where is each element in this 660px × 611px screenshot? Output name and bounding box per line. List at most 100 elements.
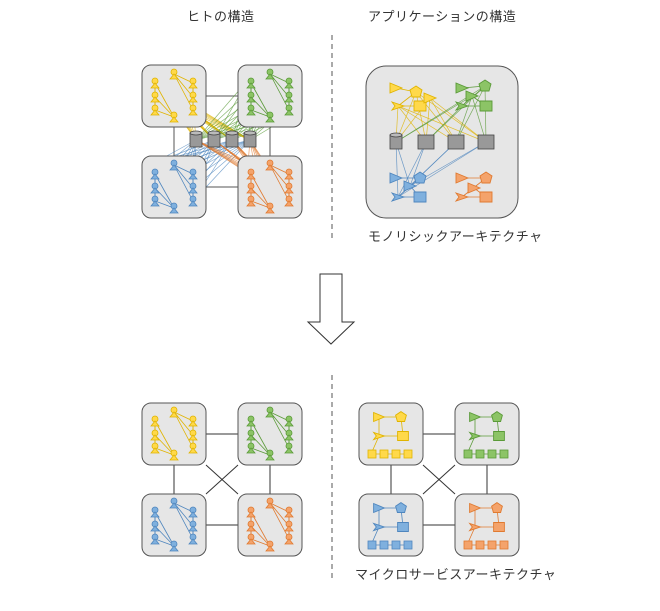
- bottom-team-yellow-person-body: [188, 447, 198, 454]
- team-orange-person-body: [246, 200, 256, 207]
- bottom-team-green-person-body: [265, 454, 275, 461]
- center-db-1-top: [207, 130, 221, 136]
- mono-db-1: [417, 134, 435, 150]
- team-green-person-body: [246, 82, 256, 89]
- service-blue-db: [403, 540, 413, 550]
- mono-shape-2: [413, 171, 427, 184]
- bottom-team-orange-person-body: [246, 511, 256, 518]
- service-connector: [422, 464, 456, 495]
- team-orange-person-body: [265, 207, 275, 214]
- mono-shape-0: [423, 92, 438, 104]
- team-green-person-body: [246, 96, 256, 103]
- label-human-structure: ヒトの構造: [187, 10, 255, 25]
- bottom-team-blue-person-body: [150, 538, 160, 545]
- team-green-person-body: [284, 96, 294, 103]
- bottom-team-green-person-body: [284, 434, 294, 441]
- bottom-team-blue-link: [154, 511, 175, 547]
- service-orange-db: [463, 540, 473, 550]
- mono-link: [397, 141, 427, 198]
- mono-link: [455, 85, 486, 143]
- team-blue-link: [173, 164, 194, 202]
- team-orange-person-body: [284, 200, 294, 207]
- mono-link: [395, 141, 399, 198]
- bottom-team-connector: [205, 464, 239, 495]
- team-green-person-body: [246, 109, 256, 116]
- team-blue-person-body: [188, 200, 198, 207]
- team-orange-person-body: [284, 173, 294, 180]
- mono-db-cylinder-top: [389, 132, 403, 138]
- service-blue-db: [391, 540, 401, 550]
- bottom-team-blue-person-body: [188, 511, 198, 518]
- team-blue-person-body: [150, 187, 160, 194]
- service-yellow-shape: [372, 431, 386, 441]
- mono-shape-0: [390, 101, 406, 111]
- bottom-team-orange-person-body: [284, 525, 294, 532]
- team-orange-person-body: [265, 164, 275, 171]
- label-monolithic: モノリシックアーキテクチャ: [368, 230, 543, 245]
- service-blue-shape: [373, 502, 386, 514]
- service-yellow-db: [379, 449, 389, 459]
- service-yellow-db: [391, 449, 401, 459]
- service-yellow-db: [403, 449, 413, 459]
- service-blue-shape: [372, 522, 386, 532]
- bottom-team-yellow-person-body: [169, 454, 179, 461]
- mono-shape-2: [390, 192, 406, 202]
- mono-link: [484, 85, 487, 143]
- service-orange-db: [487, 540, 497, 550]
- mono-shape-0: [413, 100, 427, 112]
- team-blue-link: [154, 173, 175, 209]
- service-blue-db: [367, 540, 377, 550]
- team-green-person-body: [284, 109, 294, 116]
- center-db-0-top: [189, 130, 203, 136]
- down-arrow: [306, 273, 356, 345]
- team-green-link: [269, 73, 290, 111]
- team-yellow-person-body: [150, 82, 160, 89]
- bottom-team-green-link: [269, 411, 290, 449]
- mono-link: [397, 105, 487, 143]
- service-orange-shape: [469, 502, 482, 514]
- bottom-team-green-person-body: [284, 420, 294, 427]
- service-green-shape: [469, 411, 482, 423]
- bottom-team-green-person-body: [284, 447, 294, 454]
- mono-shape-1: [455, 82, 470, 94]
- mono-db-2: [447, 134, 465, 150]
- team-yellow-person-body: [188, 96, 198, 103]
- mono-shape-2: [403, 180, 418, 192]
- service-yellow-shape: [395, 411, 407, 422]
- mono-shape-1: [479, 100, 493, 112]
- team-yellow-person-body: [169, 73, 179, 80]
- mono-shape-0: [409, 85, 423, 98]
- team-yellow-person-body: [188, 109, 198, 116]
- bottom-team-blue-person-body: [169, 502, 179, 509]
- team-yellow-person-body: [150, 109, 160, 116]
- service-green-shape: [493, 431, 505, 441]
- team-blue-person-body: [169, 207, 179, 214]
- service-blue-shape: [395, 502, 407, 513]
- service-green-db: [499, 449, 509, 459]
- bottom-team-blue-person-body: [150, 525, 160, 532]
- service-green-db: [475, 449, 485, 459]
- bottom-team-orange-person-body: [265, 545, 275, 552]
- team-blue-person-body: [150, 200, 160, 207]
- bottom-team-yellow-person-body: [150, 447, 160, 454]
- bottom-team-orange-link: [250, 511, 271, 547]
- bottom-team-blue-person-body: [188, 525, 198, 532]
- team-yellow-link: [173, 73, 194, 111]
- service-orange-db: [499, 540, 509, 550]
- bottom-team-blue-person-body: [150, 511, 160, 518]
- team-green-link: [250, 82, 271, 118]
- team-orange-link: [269, 164, 290, 202]
- bottom-team-green-link: [250, 420, 271, 456]
- service-orange-shape: [491, 502, 503, 513]
- team-blue-person-body: [188, 173, 198, 180]
- mono-shape-3: [454, 192, 470, 202]
- team-blue-person-body: [188, 187, 198, 194]
- mono-shape-1: [478, 79, 492, 92]
- mono-shape-3: [479, 171, 493, 184]
- service-yellow-shape: [373, 411, 386, 423]
- bottom-team-yellow-person-body: [188, 434, 198, 441]
- service-blue-shape: [397, 522, 409, 532]
- team-yellow-link: [154, 82, 175, 118]
- team-green-person-body: [265, 116, 275, 123]
